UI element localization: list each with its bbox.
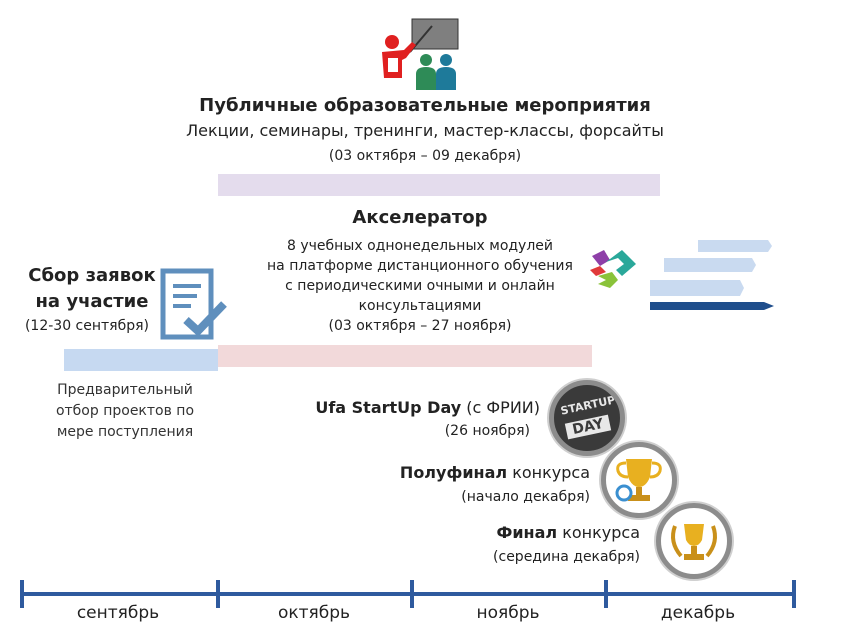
- accelerator-title: Акселератор: [352, 207, 488, 228]
- month-label: декабрь: [660, 603, 736, 623]
- timeline-tick: [20, 580, 24, 608]
- startup-day-badge: STARTUP DAY: [549, 380, 625, 456]
- applications-title-line: Сбор заявок: [28, 265, 156, 286]
- applications-bar: [64, 349, 218, 371]
- startup-day-title-bold: Ufa StartUp Day: [315, 398, 462, 417]
- preselection-line: отбор проектов по: [55, 403, 195, 419]
- startup-day-badge-text: DAY: [564, 414, 612, 440]
- public-events-bar: [218, 174, 660, 196]
- timeline-tick: [216, 580, 220, 608]
- presentation-icon: [382, 18, 459, 90]
- semifinal-title-rest: конкурса: [507, 463, 590, 482]
- accelerator-line: 8 учебных однонедельных модулей: [286, 238, 554, 254]
- trophy-icon: [615, 459, 662, 502]
- semifinal-title-bold: Полуфинал: [399, 463, 508, 482]
- month-label: ноябрь: [476, 603, 540, 623]
- final-title: Финал конкурса: [440, 523, 640, 542]
- startup-day-date: (26 ноября): [444, 423, 530, 439]
- accelerator-description: 8 учебных однонедельных модулей на платф…: [240, 236, 600, 336]
- accelerator-bar: [218, 345, 592, 367]
- month-label: сентябрь: [76, 603, 160, 623]
- accelerator-line: консультациями: [358, 298, 482, 314]
- final-badge: [656, 503, 732, 579]
- month-label: октябрь: [277, 603, 351, 623]
- timeline-axis: [20, 592, 796, 596]
- preselection-line: Предварительный: [57, 382, 193, 398]
- preselection-text: Предварительный отбор проектов по мере п…: [30, 380, 220, 443]
- public-events-subtitle: Лекции, семинары, тренинги, мастер-класс…: [186, 121, 664, 140]
- public-events-dates: (03 октября – 09 декабря): [328, 148, 522, 164]
- semifinal-badge: [601, 442, 677, 518]
- preselection-line: мере поступления: [56, 424, 194, 440]
- final-title-rest: конкурса: [557, 523, 640, 542]
- accelerator-line: на платформе дистанционного обучения: [267, 258, 573, 274]
- accelerator-dates: (03 октября – 27 ноября): [328, 318, 512, 334]
- form-check-icon: [160, 268, 227, 340]
- semifinal-title: Полуфинал конкурса: [360, 463, 590, 482]
- applications-title: Сбор заявок на участие: [22, 263, 162, 315]
- startup-day-badge-text: STARTUP: [559, 393, 617, 418]
- timeline-tick: [792, 580, 796, 608]
- applications-title-line: на участие: [35, 291, 149, 312]
- final-date: (середина декабря): [493, 549, 640, 565]
- timeline-tick: [604, 580, 608, 608]
- trophy-laurel-icon: [671, 524, 717, 560]
- applications-dates: (12-30 сентября): [24, 318, 150, 334]
- accelerator-line: с периодическими очными и онлайн: [285, 278, 555, 294]
- semifinal-date: (начало декабря): [461, 489, 590, 505]
- public-events-title: Публичные образовательные мероприятия: [199, 95, 651, 116]
- startup-day-title: Ufa StartUp Day (с ФРИИ): [290, 398, 540, 417]
- final-title-bold: Финал: [496, 523, 558, 542]
- timeline-tick: [410, 580, 414, 608]
- startup-day-title-rest: (с ФРИИ): [461, 398, 540, 417]
- arrows-decoration-icon: [590, 240, 774, 310]
